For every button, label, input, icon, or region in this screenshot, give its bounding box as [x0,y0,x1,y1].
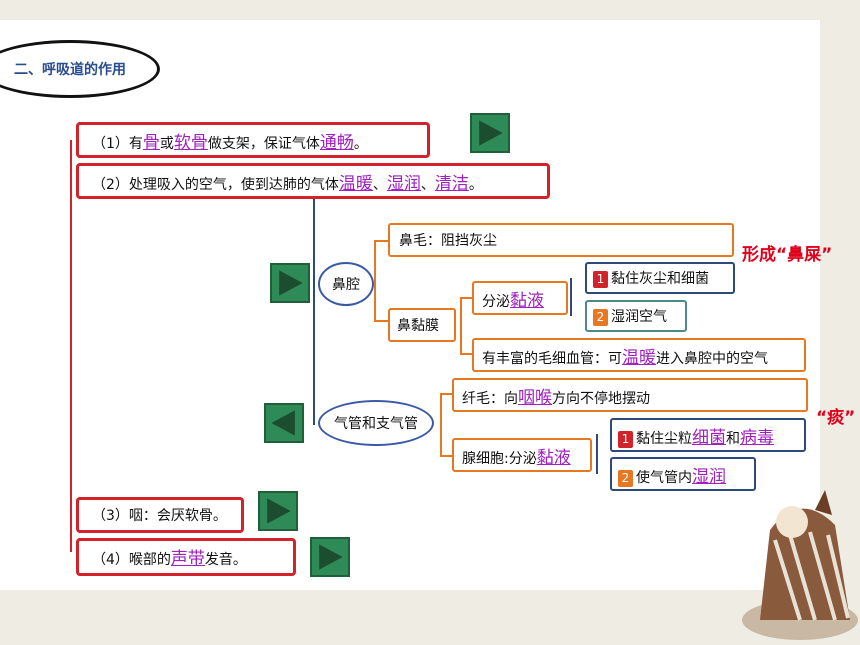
mucosa-text: 鼻黏膜 [397,318,439,334]
trachea-sub1-mid: 和 [726,431,740,447]
gland-text: 腺细胞:分泌黏液 [462,443,571,468]
play-button-1[interactable] [470,113,510,153]
secrete-pre: 分泌 [482,294,510,310]
play-button-nose[interactable] [270,263,310,303]
gland-pre: 腺细胞:分泌 [462,451,537,467]
play-right-icon [479,120,503,146]
item-2-pre: （2）处理吸入的空气，使到达肺的气体 [92,177,339,193]
main-connector [70,140,72,552]
item-2-text: （2）处理吸入的空气，使到达肺的气体温暖、湿润、清洁。 [92,169,483,194]
trachea-label: 气管和支气管 [334,416,418,432]
mucosa-bracket-top [460,297,472,299]
nose-note: 形成“鼻屎” [742,245,833,265]
number-badge-1: 1 [618,430,633,448]
item-2-sep-1: 、 [372,177,387,193]
trachea-bracket-top [440,393,452,395]
item-1-box [76,122,430,158]
cilia-box [452,378,808,412]
number-badge-2: 2 [593,308,608,326]
play-left-icon [271,410,295,436]
cilia-post: 方向不停地摆动 [552,391,650,407]
play-right-icon [319,544,343,570]
nose-hair-text: 鼻毛：阻挡灰尘 [399,233,497,249]
number-badge-2: 2 [618,469,633,487]
nose-label: 鼻腔 [332,277,360,293]
nose-sub1-box [585,262,735,294]
trachea-note: “痰” [816,408,856,428]
answer-bacteria: 细菌 [692,428,726,448]
answer-mucus-nose: 黏液 [510,291,544,311]
item-3-text: （3）咽：会厌软骨。 [92,508,227,524]
nose-bracket [374,240,376,320]
item-1-end: 。 [353,136,368,152]
nose-bracket-bottom [374,320,388,322]
secrete-text: 分泌黏液 [482,286,544,311]
answer-vocal-cords: 声带 [170,549,205,569]
answer-bone: 骨 [142,133,160,153]
answer-cartilage: 软骨 [173,133,208,153]
item-1-text: （1）有骨或软骨做支架，保证气体通畅。 [92,128,368,153]
item-4-pre: （4）喉部的 [92,552,171,568]
secrete-bracket [570,278,572,316]
number-badge-1: 1 [593,270,608,288]
item-2-box [76,163,550,199]
item-1-pre: （1）有 [92,136,143,152]
play-button-3[interactable] [258,491,298,531]
item-4-box [76,538,296,576]
answer-warm-nose: 温暖 [622,348,656,368]
section-title: 二、呼吸道的作用 [0,40,160,98]
trachea-sub2-pre: 使气管内 [636,470,692,486]
nose-hair-box [388,223,734,257]
mucosa-box [388,308,456,342]
play-right-icon [279,270,303,296]
trachea-sub1-box [610,418,806,452]
answer-moist-trachea: 湿润 [692,467,726,487]
nose-sub2-label: 湿润空气 [611,309,667,325]
decorative-illustration [742,490,858,640]
item-3-box [76,497,244,533]
vessel-text: 有丰富的毛细血管：可温暖进入鼻腔中的空气 [482,343,768,368]
trachea-node: 气管和支气管 [318,400,434,446]
item-2-end: 。 [468,177,483,193]
answer-virus: 病毒 [740,428,774,448]
answer-mucus-trachea: 黏液 [536,448,571,468]
trachea-sub1-pre: 黏住尘粒 [636,431,692,447]
trachea-bracket-bottom [440,455,452,457]
cilia-pre: 纤毛：向 [462,391,518,407]
section-title-text: 二、呼吸道的作用 [14,62,126,78]
mucosa-bracket [460,297,462,353]
vessel-box [472,338,806,372]
gland-bracket [596,434,598,474]
cilia-text: 纤毛：向咽喉方向不停地摆动 [462,383,650,408]
answer-clean: 清洁 [434,174,469,194]
nose-sub2-box [585,300,687,332]
play-button-4[interactable] [310,537,350,577]
trachea-bracket [440,393,442,455]
item-4-text: （4）喉部的声带发音。 [92,544,247,569]
nose-sub1-label: 黏住灰尘和细菌 [611,271,709,287]
trachea-sub2-box [610,457,756,491]
tree-trunk [313,199,315,425]
answer-unobstructed: 通畅 [319,133,354,153]
nose-bracket-top [374,240,388,242]
mucosa-bracket-bottom [460,353,472,355]
play-button-trachea[interactable] [264,403,304,443]
item-1-mid: 或 [159,136,174,152]
answer-warm: 温暖 [338,174,373,194]
vessel-post: 进入鼻腔中的空气 [656,351,768,367]
secrete-box [472,281,568,315]
nose-node: 鼻腔 [318,262,374,306]
item-2-sep-2: 、 [420,177,435,193]
answer-moist: 湿润 [386,174,421,194]
vessel-pre: 有丰富的毛细血管：可 [482,351,622,367]
play-right-icon [267,498,291,524]
gland-box [452,438,592,472]
item-4-post: 发音。 [204,552,247,568]
item-1-post: 做支架，保证气体 [207,136,320,152]
answer-throat: 咽喉 [518,388,552,408]
